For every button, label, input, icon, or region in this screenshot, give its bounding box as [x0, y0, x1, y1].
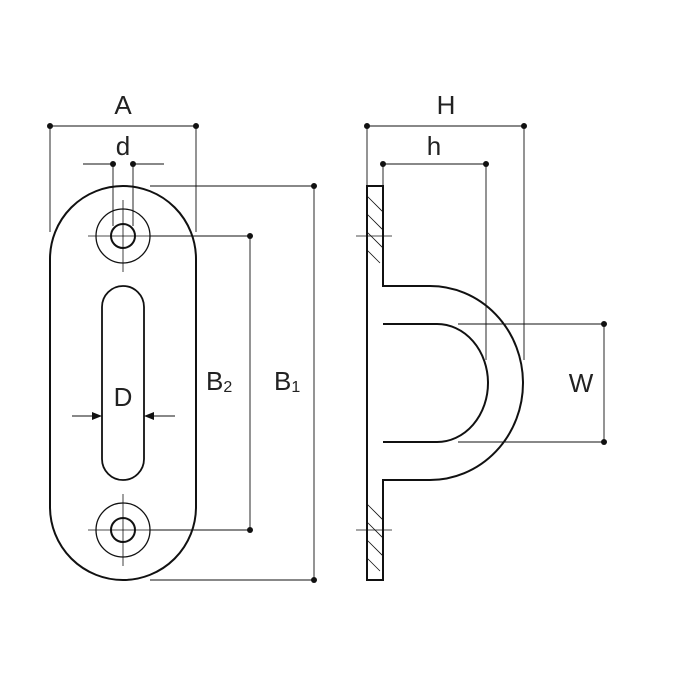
center-slot — [101, 285, 145, 481]
label-b1: B1 — [274, 366, 300, 396]
side-view — [356, 123, 607, 581]
dimension-d — [83, 161, 164, 226]
label-b1-main: B — [274, 366, 291, 396]
section-hatching — [366, 195, 384, 572]
label-b2-main: B — [206, 366, 223, 396]
label-h-overall: H — [437, 90, 456, 120]
loop-inner-opening — [383, 323, 489, 443]
plate-outline — [49, 185, 197, 581]
label-a: A — [114, 90, 132, 120]
dimension-w — [458, 321, 607, 445]
label-w: W — [569, 368, 594, 398]
dimension-slot-width — [72, 412, 175, 420]
label-h-inner: h — [427, 131, 441, 161]
label-b2: B2 — [206, 366, 232, 396]
dimension-h-inner — [380, 161, 489, 360]
dimension-b1 — [150, 183, 317, 583]
side-centerlines — [356, 235, 392, 531]
label-b2-sub: 2 — [223, 379, 232, 396]
label-b1-sub: 1 — [291, 379, 300, 396]
label-d-slot: D — [114, 382, 133, 412]
dimension-h-overall — [364, 123, 527, 360]
side-profile-outline — [366, 185, 524, 581]
label-d-hole: d — [116, 131, 130, 161]
dimension-a — [47, 123, 199, 232]
dimension-b2 — [150, 233, 253, 533]
bottom-screw-hole — [88, 494, 160, 566]
front-view — [47, 123, 317, 583]
top-screw-hole — [88, 200, 160, 272]
